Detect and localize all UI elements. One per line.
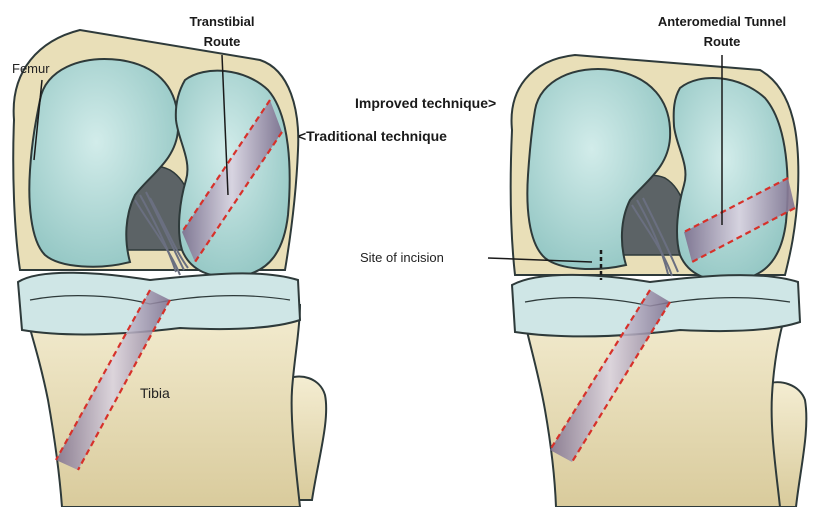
label-site-of-incision: Site of incision (360, 250, 444, 265)
label-transtibial-line2: Route (204, 34, 241, 49)
label-tibia: Tibia (140, 385, 170, 401)
label-femur: Femur (12, 61, 50, 76)
right-knee (488, 55, 806, 507)
label-improved-technique: Improved technique> (355, 95, 496, 111)
label-anteromedial-line1: Anteromedial Tunnel (658, 14, 786, 29)
label-traditional-technique: <Traditional technique (298, 128, 447, 144)
left-knee (13, 30, 326, 507)
label-anteromedial-line2: Route (704, 34, 741, 49)
label-transtibial-line1: Transtibial (189, 14, 254, 29)
